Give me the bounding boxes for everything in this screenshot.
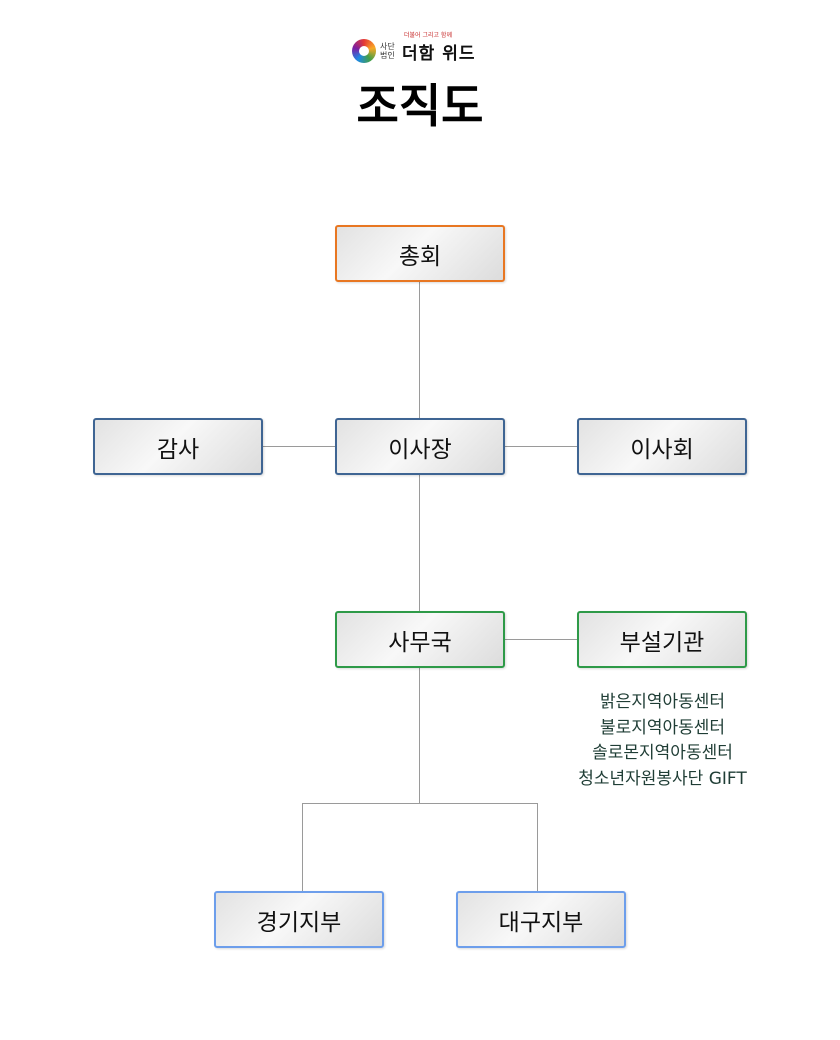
logo-small-text: 사단법인 (380, 42, 395, 60)
affiliate-item: 솔로몬지역아동센터 (592, 743, 733, 763)
node-gyeonggi-branch[interactable]: 경기지부 (214, 891, 384, 948)
node-daegu-branch[interactable]: 대구지부 (456, 891, 626, 948)
connector (505, 446, 577, 447)
page-title: 조직도 (356, 79, 484, 133)
affiliate-list: 밝은지역아동센터 불로지역아동센터 솔로몬지역아동센터 청소년자원봉사단 GIF… (540, 690, 785, 792)
connector (537, 803, 538, 891)
affiliate-item: 청소년자원봉사단 GIFT (578, 768, 747, 789)
logo-mark-icon (352, 39, 376, 63)
connector (302, 803, 303, 891)
node-secretariat[interactable]: 사무국 (335, 611, 505, 668)
logo-name: 더함 위드 (402, 43, 476, 64)
connector (505, 639, 577, 640)
affiliate-item: 불로지역아동센터 (599, 717, 726, 738)
connector (302, 803, 538, 804)
affiliate-item: 밝은지역아동센터 (599, 692, 726, 712)
node-affiliates[interactable]: 부설기관 (577, 611, 747, 668)
node-auditor[interactable]: 감사 (93, 418, 263, 475)
connector (263, 446, 335, 447)
connector (419, 475, 420, 611)
logo: 사단법인 더불어 그리고 함께 더함 위드 (352, 32, 476, 66)
node-general-meeting[interactable]: 총회 (335, 225, 505, 282)
node-board[interactable]: 이사회 (577, 418, 747, 475)
logo-tagline: 더불어 그리고 함께 (404, 31, 452, 39)
node-chairman[interactable]: 이사장 (335, 418, 505, 475)
connector (419, 668, 420, 803)
connector (419, 282, 420, 418)
